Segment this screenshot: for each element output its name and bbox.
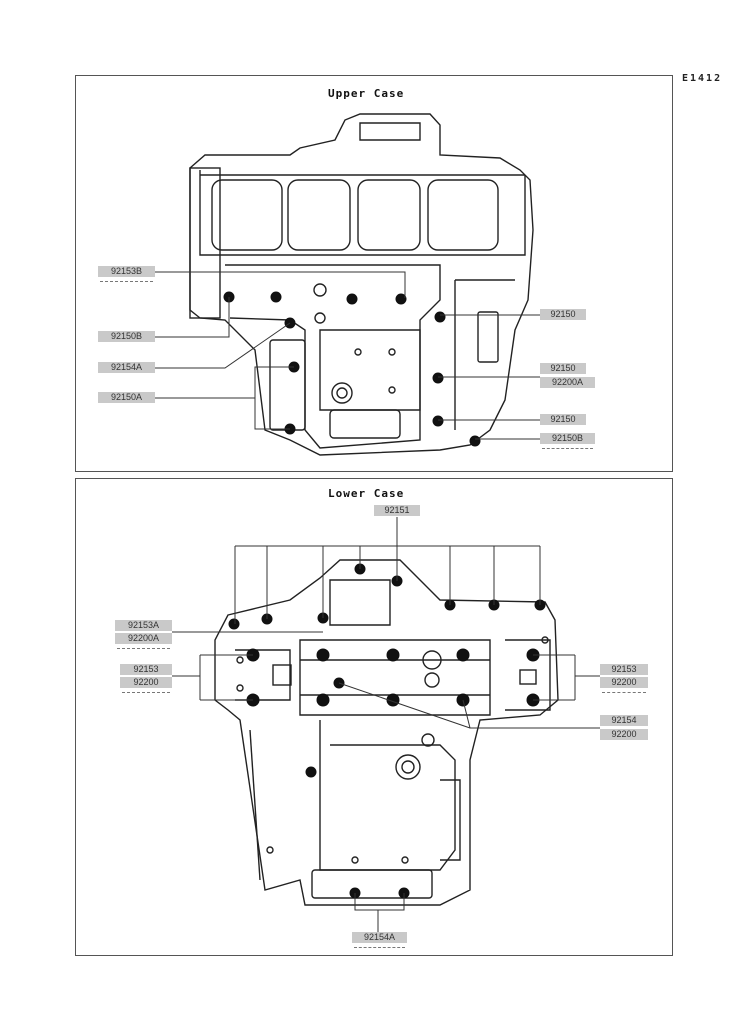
lower-case-panel [75, 478, 673, 956]
callout-92150-1: 92150 [540, 309, 586, 320]
callout-92153a: 92153A [115, 620, 172, 631]
callout-92153-right: 92153 [600, 664, 648, 675]
callout-92150b-left: 92150B [98, 331, 155, 342]
callout-92150-3: 92150 [540, 414, 586, 425]
lower-case-title: Lower Case [328, 487, 405, 500]
diagram-code: E1412 [682, 73, 723, 84]
callout-92154a: 92154A [98, 362, 155, 373]
upper-case-title: Upper Case [328, 87, 405, 100]
callout-92153b: 92153B [98, 266, 155, 282]
callout-92150b-right: 92150B [540, 433, 595, 449]
upper-case-drawing [189, 113, 534, 456]
callout-92200-mid: 92200 [600, 729, 648, 740]
callout-92200-left: 92200 [120, 677, 172, 693]
callout-92200a-upper: 92200A [540, 377, 595, 388]
callout-92154a-lower: 92154A [352, 932, 407, 948]
callout-92154: 92154 [600, 715, 648, 726]
callout-92150a: 92150A [98, 392, 155, 403]
callout-92151: 92151 [374, 505, 420, 516]
lower-case-drawing [214, 559, 559, 906]
callout-92153-left: 92153 [120, 664, 172, 675]
upper-case-panel [75, 75, 673, 472]
callout-92200a-lower: 92200A [115, 633, 172, 649]
callout-92200-right: 92200 [600, 677, 648, 693]
callout-92150-2: 92150 [540, 363, 586, 374]
